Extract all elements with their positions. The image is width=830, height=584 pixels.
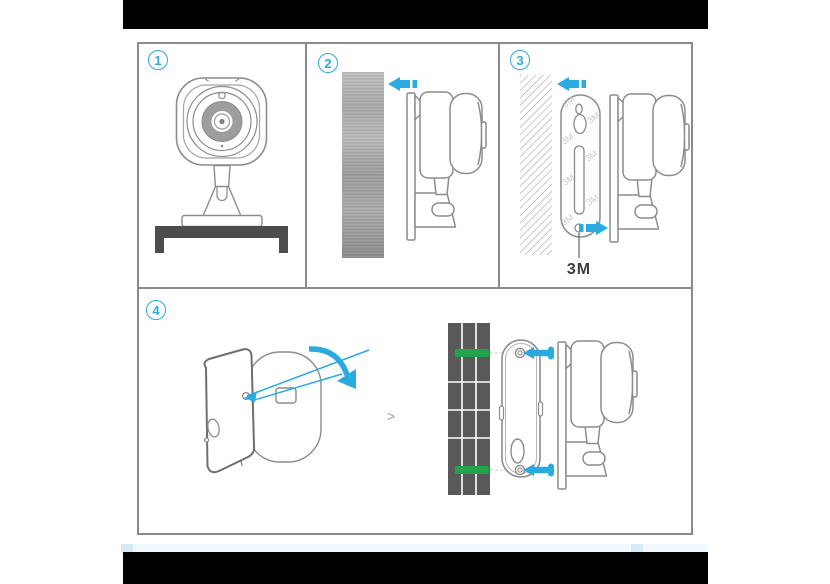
chevron-icon: > — [387, 408, 395, 424]
panel-divider-1-2 — [305, 44, 307, 288]
table-icon — [155, 226, 288, 253]
pale-blue-square-left — [121, 544, 133, 553]
black-bar-bottom — [123, 552, 708, 584]
bottom-fade-strip — [123, 544, 708, 553]
pale-blue-square-right — [631, 544, 643, 553]
wall-anchor-bars — [455, 349, 489, 474]
step-1-illustration — [155, 77, 288, 253]
adhesive-strip — [342, 72, 384, 258]
step-4-badge: 4 — [146, 300, 166, 320]
camera-side-icon — [406, 91, 487, 241]
screwdriver-icon — [246, 349, 370, 402]
step-1-badge: 1 — [148, 50, 168, 70]
arrow-left-icon — [388, 77, 417, 91]
step-2-illustration — [342, 72, 487, 258]
wall-hatch — [520, 75, 552, 255]
step-3-badge: 3 — [510, 50, 530, 70]
camera-front-icon — [175, 77, 268, 228]
arrow-left-icon — [557, 77, 586, 91]
svg-text:3M: 3M — [585, 110, 601, 125]
camera-side-icon — [609, 93, 690, 243]
panel-divider-2-3 — [498, 44, 500, 288]
black-bar-top — [123, 0, 708, 29]
step-4-illustration: > — [203, 323, 638, 495]
mounting-plate-front — [498, 339, 544, 478]
adhesive-pad-3m: 3M 3M 3M 3M 3M 3M 3M — [560, 94, 601, 238]
step-2-badge: 2 — [318, 53, 338, 73]
camera-side-icon — [557, 340, 638, 490]
step-3-illustration: 3M 3M 3M 3M 3M 3M 3M 3M — [520, 75, 690, 278]
panel-divider-horizontal — [139, 287, 691, 289]
rotate-arrow-icon — [308, 346, 356, 389]
screwdriver-tip-arrow — [244, 391, 257, 402]
3m-label: 3M — [567, 261, 591, 278]
mounting-plate-back — [203, 348, 256, 474]
